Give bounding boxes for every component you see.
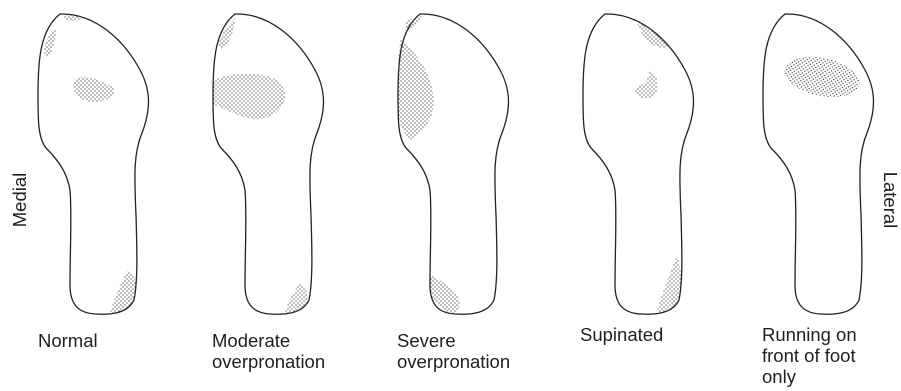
footprint-moderate-overpronation xyxy=(213,14,324,314)
lateral-side-label: Lateral xyxy=(880,172,900,229)
footprint-normal xyxy=(38,14,149,314)
caption-line: only xyxy=(762,366,857,387)
footprint-running-on-front-of-foot xyxy=(763,14,874,314)
footprint-outline xyxy=(38,14,149,314)
caption-line: overpronation xyxy=(397,351,510,372)
caption-severe-overpronation: Severe overpronation xyxy=(397,330,510,372)
caption-line: Running on xyxy=(762,324,857,345)
caption-line: Supinated xyxy=(580,324,663,345)
caption-normal: Normal xyxy=(38,330,98,351)
caption-line: Severe xyxy=(397,330,510,351)
caption-supinated: Supinated xyxy=(580,324,663,345)
footprint-supinated xyxy=(583,14,694,314)
caption-moderate-overpronation: Moderate overpronation xyxy=(212,330,325,372)
caption-line: Moderate xyxy=(212,330,325,351)
caption-line: front of foot xyxy=(762,345,857,366)
medial-side-label: Medial xyxy=(10,173,30,228)
caption-line: overpronation xyxy=(212,351,325,372)
footprint-outline xyxy=(213,14,324,314)
caption-line: Normal xyxy=(38,330,98,351)
footprint-severe-overpronation xyxy=(398,14,509,314)
caption-running-on-front-of-foot: Running on front of foot only xyxy=(762,324,857,387)
